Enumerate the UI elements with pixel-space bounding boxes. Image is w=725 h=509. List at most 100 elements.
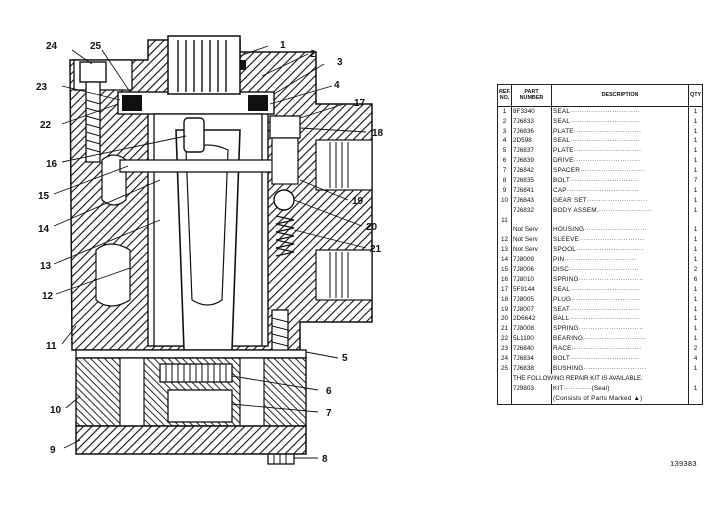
- parts-rows: ▲18F3340SEAL····························…: [497, 106, 703, 405]
- kit-seal: (Seal): [591, 384, 610, 392]
- leader-dots: ···························: [584, 226, 648, 234]
- description-text: SEAT: [553, 305, 571, 313]
- cell-description: GEAR SET··························: [551, 196, 689, 206]
- callout-6: 6: [326, 386, 332, 397]
- leader-dots: ·······················: [598, 206, 653, 214]
- cell-description: BOLT······························: [551, 354, 689, 365]
- cell-qty: 1: [688, 196, 703, 206]
- cell-description: SEAL······························: [551, 116, 689, 127]
- cell-description: PIN·······························: [551, 255, 689, 266]
- cell-ref: 10: [497, 196, 512, 206]
- leader-dots: ·······························: [564, 256, 637, 264]
- cell-qty: 1: [688, 294, 703, 305]
- callout-25: 25: [90, 41, 102, 52]
- leader-dots: ······························: [570, 117, 640, 125]
- cell-qty: 1: [688, 166, 703, 177]
- leader-dots: ······························: [571, 295, 642, 303]
- cell-ref: ▲1: [497, 106, 512, 117]
- leader-dots: ······························: [570, 355, 640, 362]
- cell-part-number: 7J6839: [511, 156, 552, 167]
- cell-description: SEAL······························: [551, 106, 689, 117]
- cell-part-number: [511, 393, 552, 405]
- gear-set: [75, 357, 307, 427]
- callout-13: 13: [40, 261, 52, 272]
- description-text: BODY ASSEM.: [553, 206, 599, 214]
- cell-ref: 25: [497, 364, 512, 375]
- callout-14: 14: [38, 224, 50, 235]
- ref-number: 6: [502, 157, 507, 165]
- header-part: PART NUMBER: [511, 84, 552, 107]
- leader-dots: ·····························: [573, 147, 642, 155]
- ref-number: 8: [502, 176, 507, 184]
- cell-ref: 5: [497, 146, 512, 157]
- cell-description: CAP·······························: [551, 186, 689, 197]
- table-row: 11: [497, 215, 703, 226]
- ref-number: 1: [502, 107, 507, 115]
- cell-part-number: 7J8010: [511, 275, 552, 286]
- cell-description: BEARING···························: [551, 334, 689, 345]
- plate-5: [75, 349, 307, 359]
- table-row: ▲42D598SEAL·····························…: [497, 136, 703, 147]
- description-text: SEAL: [553, 285, 571, 293]
- cell-qty: [688, 215, 703, 226]
- leader-dots: ·······························: [566, 186, 639, 194]
- leader-dots: ·····························: [573, 127, 642, 135]
- description-text: PIN: [553, 256, 565, 264]
- cell-ref: 12: [497, 235, 512, 246]
- cell-part-number: 5F9144: [511, 285, 552, 295]
- cell-qty: 1: [688, 285, 703, 295]
- kit-note: THE FOLLOWING REPAIR KIT IS AVAILABLE:: [511, 374, 689, 384]
- cell-description: BODY ASSEM.·······················: [551, 205, 689, 216]
- description-text: SPRING: [553, 275, 579, 283]
- cell-part-number: Not Serv: [511, 225, 552, 236]
- leader-dots: ····························: [578, 275, 644, 283]
- input-shaft: [167, 35, 241, 95]
- description-text: SLEEVE: [553, 236, 580, 244]
- cell-qty: 1: [688, 186, 703, 197]
- cell-description: DISC······························: [551, 265, 689, 276]
- cell-ref: 18: [497, 294, 512, 305]
- cell-ref: [497, 225, 512, 236]
- description-text: HOUSING: [553, 226, 585, 234]
- leader-dots: ···························: [583, 335, 647, 343]
- cell-part-number: 7J6836: [511, 126, 552, 137]
- description-text: BUSHING: [553, 364, 584, 372]
- leader-dots: ····························: [578, 325, 644, 333]
- cell-qty: 1: [688, 255, 703, 266]
- ref-number: 15: [500, 265, 509, 273]
- cell-qty: [688, 393, 703, 405]
- cell-ref: [497, 205, 512, 216]
- cell-part-number: Not Serv: [511, 235, 552, 246]
- leader-dots: ······························: [570, 285, 640, 293]
- ref-number: 18: [500, 295, 509, 303]
- cell-qty: 1: [688, 304, 703, 315]
- cell-part-number: [511, 215, 552, 226]
- cell-ref: 3: [497, 126, 512, 137]
- leader-dots: ······························: [570, 107, 640, 115]
- cell-part-number: 7J6841: [511, 186, 552, 197]
- cell-ref: [497, 374, 512, 384]
- leader-dots: ······························: [569, 315, 640, 323]
- cell-part-number: 7J8005: [511, 294, 552, 305]
- cell-description: DRIVE·····························: [551, 156, 689, 167]
- cell-ref: 13: [497, 245, 512, 256]
- kit-consists-row: (Consists of Parts Marked ▲): [497, 393, 703, 405]
- ref-number: 19: [500, 305, 509, 313]
- ref-number: 10: [500, 196, 509, 204]
- cell-part-number: 2D6642: [511, 314, 552, 325]
- cell-ref: [497, 383, 512, 394]
- kit-label: KIT: [553, 384, 564, 392]
- cell-description: SEAL······························: [551, 136, 689, 147]
- cell-ref: 8: [497, 176, 512, 187]
